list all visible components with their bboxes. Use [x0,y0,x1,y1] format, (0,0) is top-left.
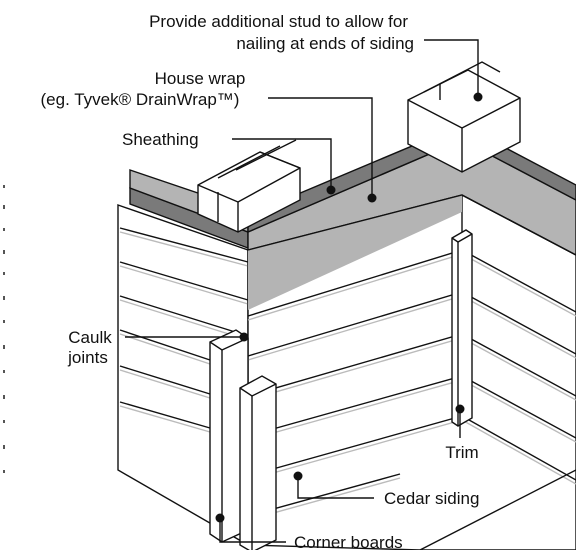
trim-board [451,229,473,427]
label-caulk-line2: joints [67,348,108,367]
corner-boards [209,329,277,550]
label-trim: Trim [445,443,478,462]
label-house-wrap-line2: (eg. Tyvek® DrainWrap™) [41,90,240,109]
label-stud-line1: Provide additional stud to allow for [149,12,408,31]
label-stud-line2: nailing at ends of siding [236,34,414,53]
label-cedar-siding: Cedar siding [384,489,479,508]
label-caulk-line1: Caulk [68,328,112,347]
label-corner-boards: Corner boards [294,533,403,550]
label-sheathing: Sheathing [122,130,199,149]
label-house-wrap-line1: House wrap [155,69,246,88]
leader-lines [125,39,479,543]
left-top-blocks [197,139,301,233]
leader-dots [215,92,483,523]
right-top-blocks [407,61,521,173]
fine-print-strip [3,185,5,473]
